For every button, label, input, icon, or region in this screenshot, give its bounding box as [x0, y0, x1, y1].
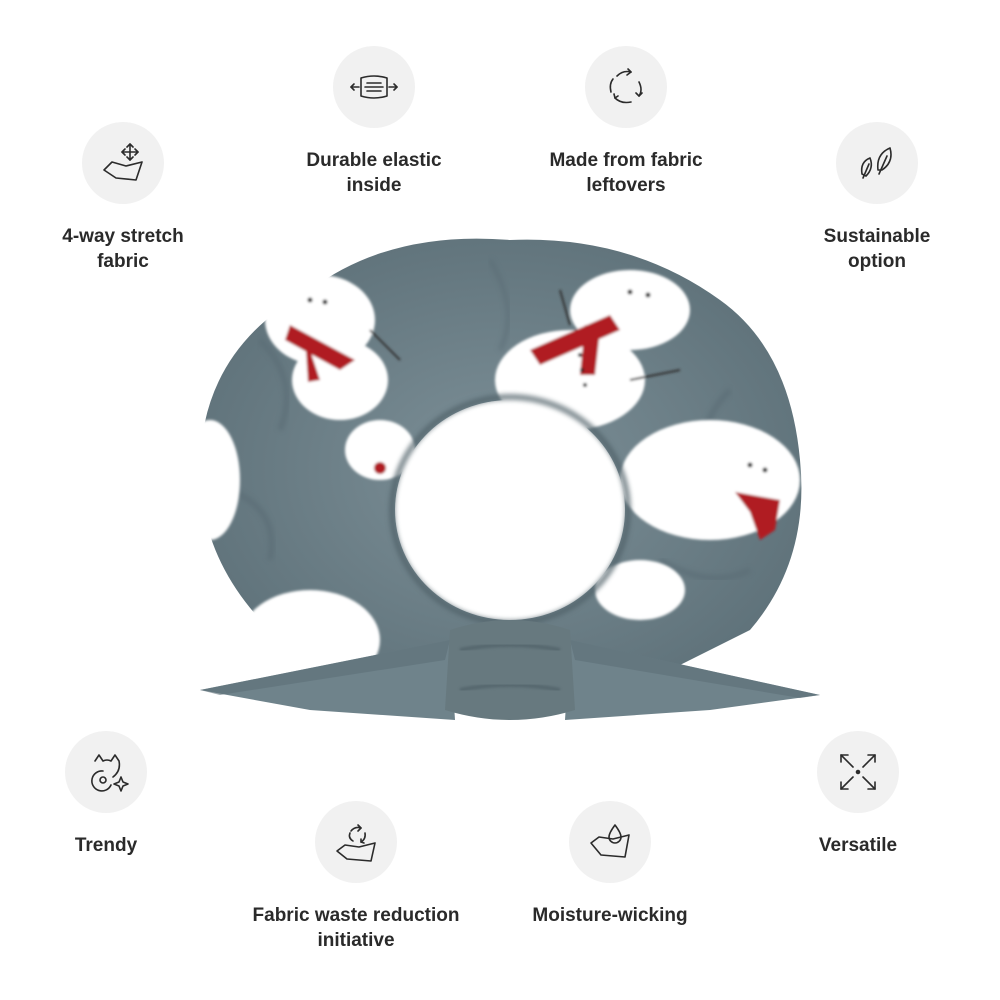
feature-label: 4-way stretch fabric: [62, 226, 184, 272]
feature-label: Made from fabric leftovers: [549, 150, 703, 196]
feature-label: Trendy: [74, 835, 138, 856]
feature-label: Moisture-wicking: [532, 905, 688, 926]
feature-label: Sustainable option: [823, 226, 931, 272]
feature-leftovers: Made from fabric leftovers: [506, 46, 746, 198]
recycle-arrows-icon: [585, 46, 667, 128]
feature-versatile: Versatile: [738, 731, 978, 858]
feature-stretch: 4-way stretch fabric: [3, 122, 243, 274]
expand-arrows-icon: [817, 731, 899, 813]
feature-waste: Fabric waste reduction initiative: [236, 801, 476, 953]
snowman-scrunchie-image: [190, 238, 820, 720]
scrunchie-hole: [395, 400, 625, 620]
fox-sparkle-icon: [65, 731, 147, 813]
feature-elastic: Durable elastic inside: [254, 46, 494, 198]
feature-label: Durable elastic inside: [306, 150, 442, 196]
recycle-fabric-icon: [315, 801, 397, 883]
leaves-icon: [836, 122, 918, 204]
scrunchie-knot: [445, 620, 575, 720]
feature-sustainable: Sustainable option: [757, 122, 997, 274]
water-drop-fabric-icon: [569, 801, 651, 883]
elastic-band-icon: [333, 46, 415, 128]
feature-label: Versatile: [818, 835, 898, 856]
feature-moisture: Moisture-wicking: [490, 801, 730, 928]
feature-trendy: Trendy: [0, 731, 226, 858]
feature-label: Fabric waste reduction initiative: [252, 905, 460, 951]
stretch-arrows-icon: [82, 122, 164, 204]
